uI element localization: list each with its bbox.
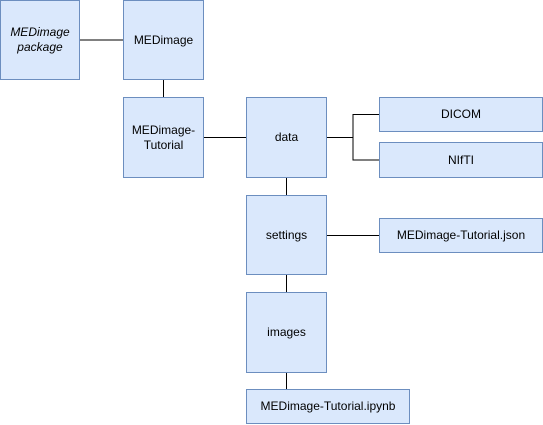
node-label: MEDimage [133,32,194,47]
node-label: MEDimage-Tutorial.json [396,228,526,242]
node-label: NIfTI [448,152,474,167]
node-label: data [274,130,299,144]
node-dicom: DICOM [379,97,543,132]
node-settings: settings [246,195,327,275]
node-medimage: MEDimage [123,0,204,80]
node-medimage-package: MEDimage package [0,0,80,80]
edge-data-nifti [352,137,379,161]
node-medimage-tutorial: MEDimage- Tutorial [123,97,204,178]
node-label: images [267,325,306,339]
edge-data-dicom [327,114,379,138]
node-label: MEDimage- Tutorial [131,122,196,152]
node-tutorial-json: MEDimage-Tutorial.json [379,218,543,253]
node-label: DICOM [441,107,481,121]
node-label: MEDimage package [10,25,70,54]
node-nifti: NIfTI [379,142,543,178]
node-images: images [246,292,327,373]
node-label: settings [265,227,308,242]
node-tutorial-ipynb: MEDimage-Tutorial.ipynb [246,389,410,424]
node-label: MEDimage-Tutorial.ipynb [260,399,396,413]
node-data: data [246,97,327,178]
